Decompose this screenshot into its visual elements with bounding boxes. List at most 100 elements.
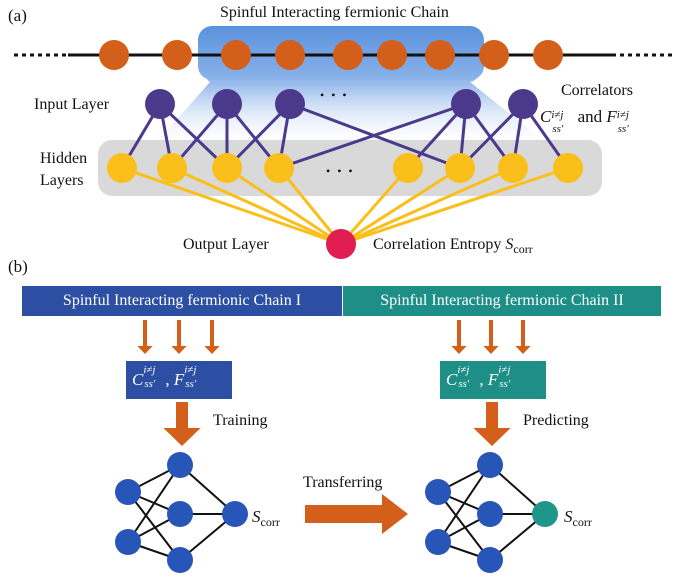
predict-net-output-node	[532, 501, 558, 527]
entropy-symbol: S	[505, 236, 514, 253]
train-net-input-node-2	[115, 529, 141, 555]
chain-site-5	[333, 40, 363, 70]
corr-c-symbol: C	[540, 107, 552, 126]
hidden-node-5	[393, 153, 423, 183]
box-right-f: F	[487, 370, 499, 389]
train-net-edge-4	[127, 464, 181, 543]
train-net-hidden-node-3	[167, 547, 193, 573]
chain-site-2	[162, 40, 192, 70]
input-layer-label: Input Layer	[34, 96, 110, 113]
transferring-label: Transferring	[303, 474, 383, 491]
box-left-f: F	[173, 370, 185, 389]
edge-input-hidden-3	[158, 102, 229, 170]
small-arrow-left-1	[137, 320, 153, 354]
hidden-node-6	[445, 153, 475, 183]
hidden-ellipsis: • • •	[326, 164, 355, 178]
predicting-label: Predicting	[523, 412, 589, 429]
box-right-f-sup: i≠j	[498, 363, 511, 376]
small-arrow-left-2	[171, 320, 187, 354]
box-right-c: C	[446, 370, 458, 389]
input-node-3	[275, 89, 305, 119]
s-corr-right: Scorr	[564, 506, 592, 533]
predict-net-input-node-2	[425, 529, 451, 555]
chain-site-9	[533, 40, 563, 70]
box-left-c-sup: i≠j	[143, 363, 156, 376]
training-arrow	[163, 402, 201, 446]
edge-hidden-output-4	[277, 167, 343, 245]
entropy-label: Correlation Entropy Scorr	[373, 234, 533, 260]
box-right-c-sup: i≠j	[457, 363, 470, 376]
corr-f-sup: i≠j	[616, 109, 629, 121]
s-corr-left-symbol: S	[252, 507, 261, 526]
train-net-output-node	[222, 501, 248, 527]
panel-a-label: (a)	[8, 6, 27, 25]
s-corr-left-sub: corr	[260, 515, 280, 529]
edge-hidden-output-7	[340, 166, 514, 246]
predict-net-input-node-1	[425, 479, 451, 505]
input-node-2	[212, 89, 242, 119]
predict-net-hidden-node-1	[477, 452, 503, 478]
box-right-comma: ,	[479, 370, 484, 389]
corr-f-symbol: F	[606, 107, 617, 126]
edge-hidden-output-6	[340, 166, 461, 246]
edge-hidden-output-5	[339, 167, 410, 245]
s-corr-left: Scorr	[252, 506, 280, 533]
input-node-5	[508, 89, 538, 119]
s-corr-right-sub: corr	[572, 515, 592, 529]
box-left-f-sup: i≠j	[184, 363, 197, 376]
box-left-c-sub: ss′	[144, 377, 156, 390]
training-label: Training	[213, 412, 268, 429]
train-net-hidden-node-2	[167, 501, 193, 527]
chain-site-7	[425, 40, 455, 70]
output-layer-label: Output Layer	[183, 236, 269, 253]
hidden-node-7	[498, 153, 528, 183]
edge-hidden-output-2	[171, 166, 342, 246]
chain-site-4	[275, 40, 305, 70]
corr-c-sup: i≠j	[551, 109, 564, 121]
input-ellipsis: • • •	[320, 88, 349, 102]
entropy-sub: corr	[513, 242, 533, 256]
chain-site-1	[99, 40, 129, 70]
entropy-text: Correlation Entropy	[373, 236, 502, 253]
correlators-title: Correlators	[561, 82, 633, 99]
transferring-arrow	[305, 494, 408, 534]
small-arrow-right-3	[515, 320, 531, 354]
s-corr-right-symbol: S	[564, 507, 573, 526]
corr-and: and	[577, 107, 603, 126]
hidden-node-4	[264, 153, 294, 183]
train-net-hidden-node-1	[167, 452, 193, 478]
chain-site-6	[377, 40, 407, 70]
chain-title: Spinful Interacting fermionic Chain	[220, 4, 449, 21]
hidden-node-2	[157, 153, 187, 183]
hidden-node-8	[553, 153, 583, 183]
chain-ii-box: Spinful Interacting fermionic Chain II	[343, 286, 661, 316]
input-node-1	[145, 89, 175, 119]
chain-i-box: Spinful Interacting fermionic Chain I	[22, 286, 342, 316]
edge-hidden-output-8	[340, 166, 569, 246]
edge-hidden-output-1	[121, 166, 342, 246]
box-right-c-sub: ss′	[458, 377, 470, 390]
hidden-node-3	[212, 153, 242, 183]
small-arrow-right-1	[451, 320, 467, 354]
box-left-c: C	[132, 370, 144, 389]
input-node-4	[451, 89, 481, 119]
predict-net-hidden-node-2	[477, 501, 503, 527]
corr-f-sub: ss′	[617, 123, 629, 135]
chain-site-8	[479, 40, 509, 70]
hidden-layers-label-line1: Hidden	[40, 150, 88, 167]
small-arrow-left-3	[204, 320, 220, 354]
box-left-comma: ,	[165, 370, 170, 389]
box-left-f-sub: ss′	[185, 377, 197, 390]
predicting-arrow	[473, 402, 511, 446]
predict-net-edge-4	[437, 464, 491, 543]
predict-net-edge-3	[437, 491, 491, 561]
train-net-edge-3	[127, 491, 181, 561]
chain-site-3	[221, 40, 251, 70]
panel-b-label: (b)	[8, 257, 28, 276]
train-net-input-node-1	[115, 479, 141, 505]
edge-hidden-output-3	[226, 166, 342, 246]
